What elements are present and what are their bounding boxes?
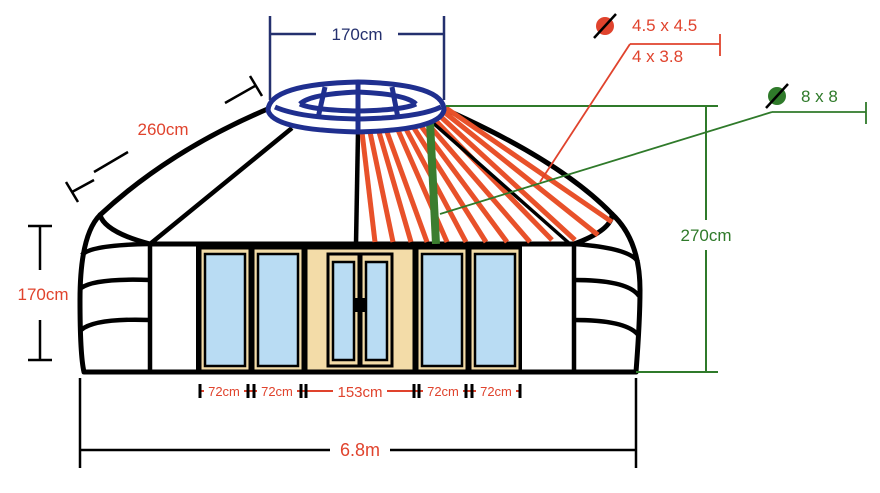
total-height-dimension <box>446 105 718 373</box>
support-post <box>426 121 440 245</box>
window-3 <box>415 246 469 373</box>
roof-crown <box>265 79 447 135</box>
facade <box>196 244 522 374</box>
double-door <box>304 246 416 373</box>
rafter-callout <box>539 34 721 183</box>
window-1 <box>198 246 252 373</box>
diameter-symbol-icon <box>593 13 617 39</box>
rafter-secondary-label: 4 x 3.8 <box>632 47 683 66</box>
crown-width-dimension <box>268 16 446 100</box>
panel-width-label: 72cm <box>208 384 240 399</box>
rafter-primary-label: 4.5 x 4.5 <box>632 16 697 35</box>
panel-width-label: 72cm <box>261 384 293 399</box>
post-callout <box>439 102 867 215</box>
panel-width-label: 153cm <box>337 384 382 401</box>
roof-slope-dimension <box>64 75 264 203</box>
panel-ticks <box>198 384 522 398</box>
panel-width-label: 72cm <box>427 384 459 399</box>
post-primary-label: 8 x 8 <box>801 87 838 106</box>
crown-width-label: 170cm <box>331 25 382 44</box>
window-4 <box>468 246 522 373</box>
wall-height-dimension <box>28 224 52 362</box>
diameter-symbol-icon <box>765 83 789 109</box>
panel-width-label: 72cm <box>480 384 512 399</box>
diameter-label: 6.8m <box>340 440 380 460</box>
wall-bands <box>79 241 641 372</box>
window-2 <box>251 246 305 373</box>
wall-height-label: 170cm <box>17 285 68 304</box>
diameter-dimension <box>78 378 638 468</box>
roof-slope-label: 260cm <box>137 120 188 139</box>
total-height-label: 270cm <box>680 226 731 245</box>
